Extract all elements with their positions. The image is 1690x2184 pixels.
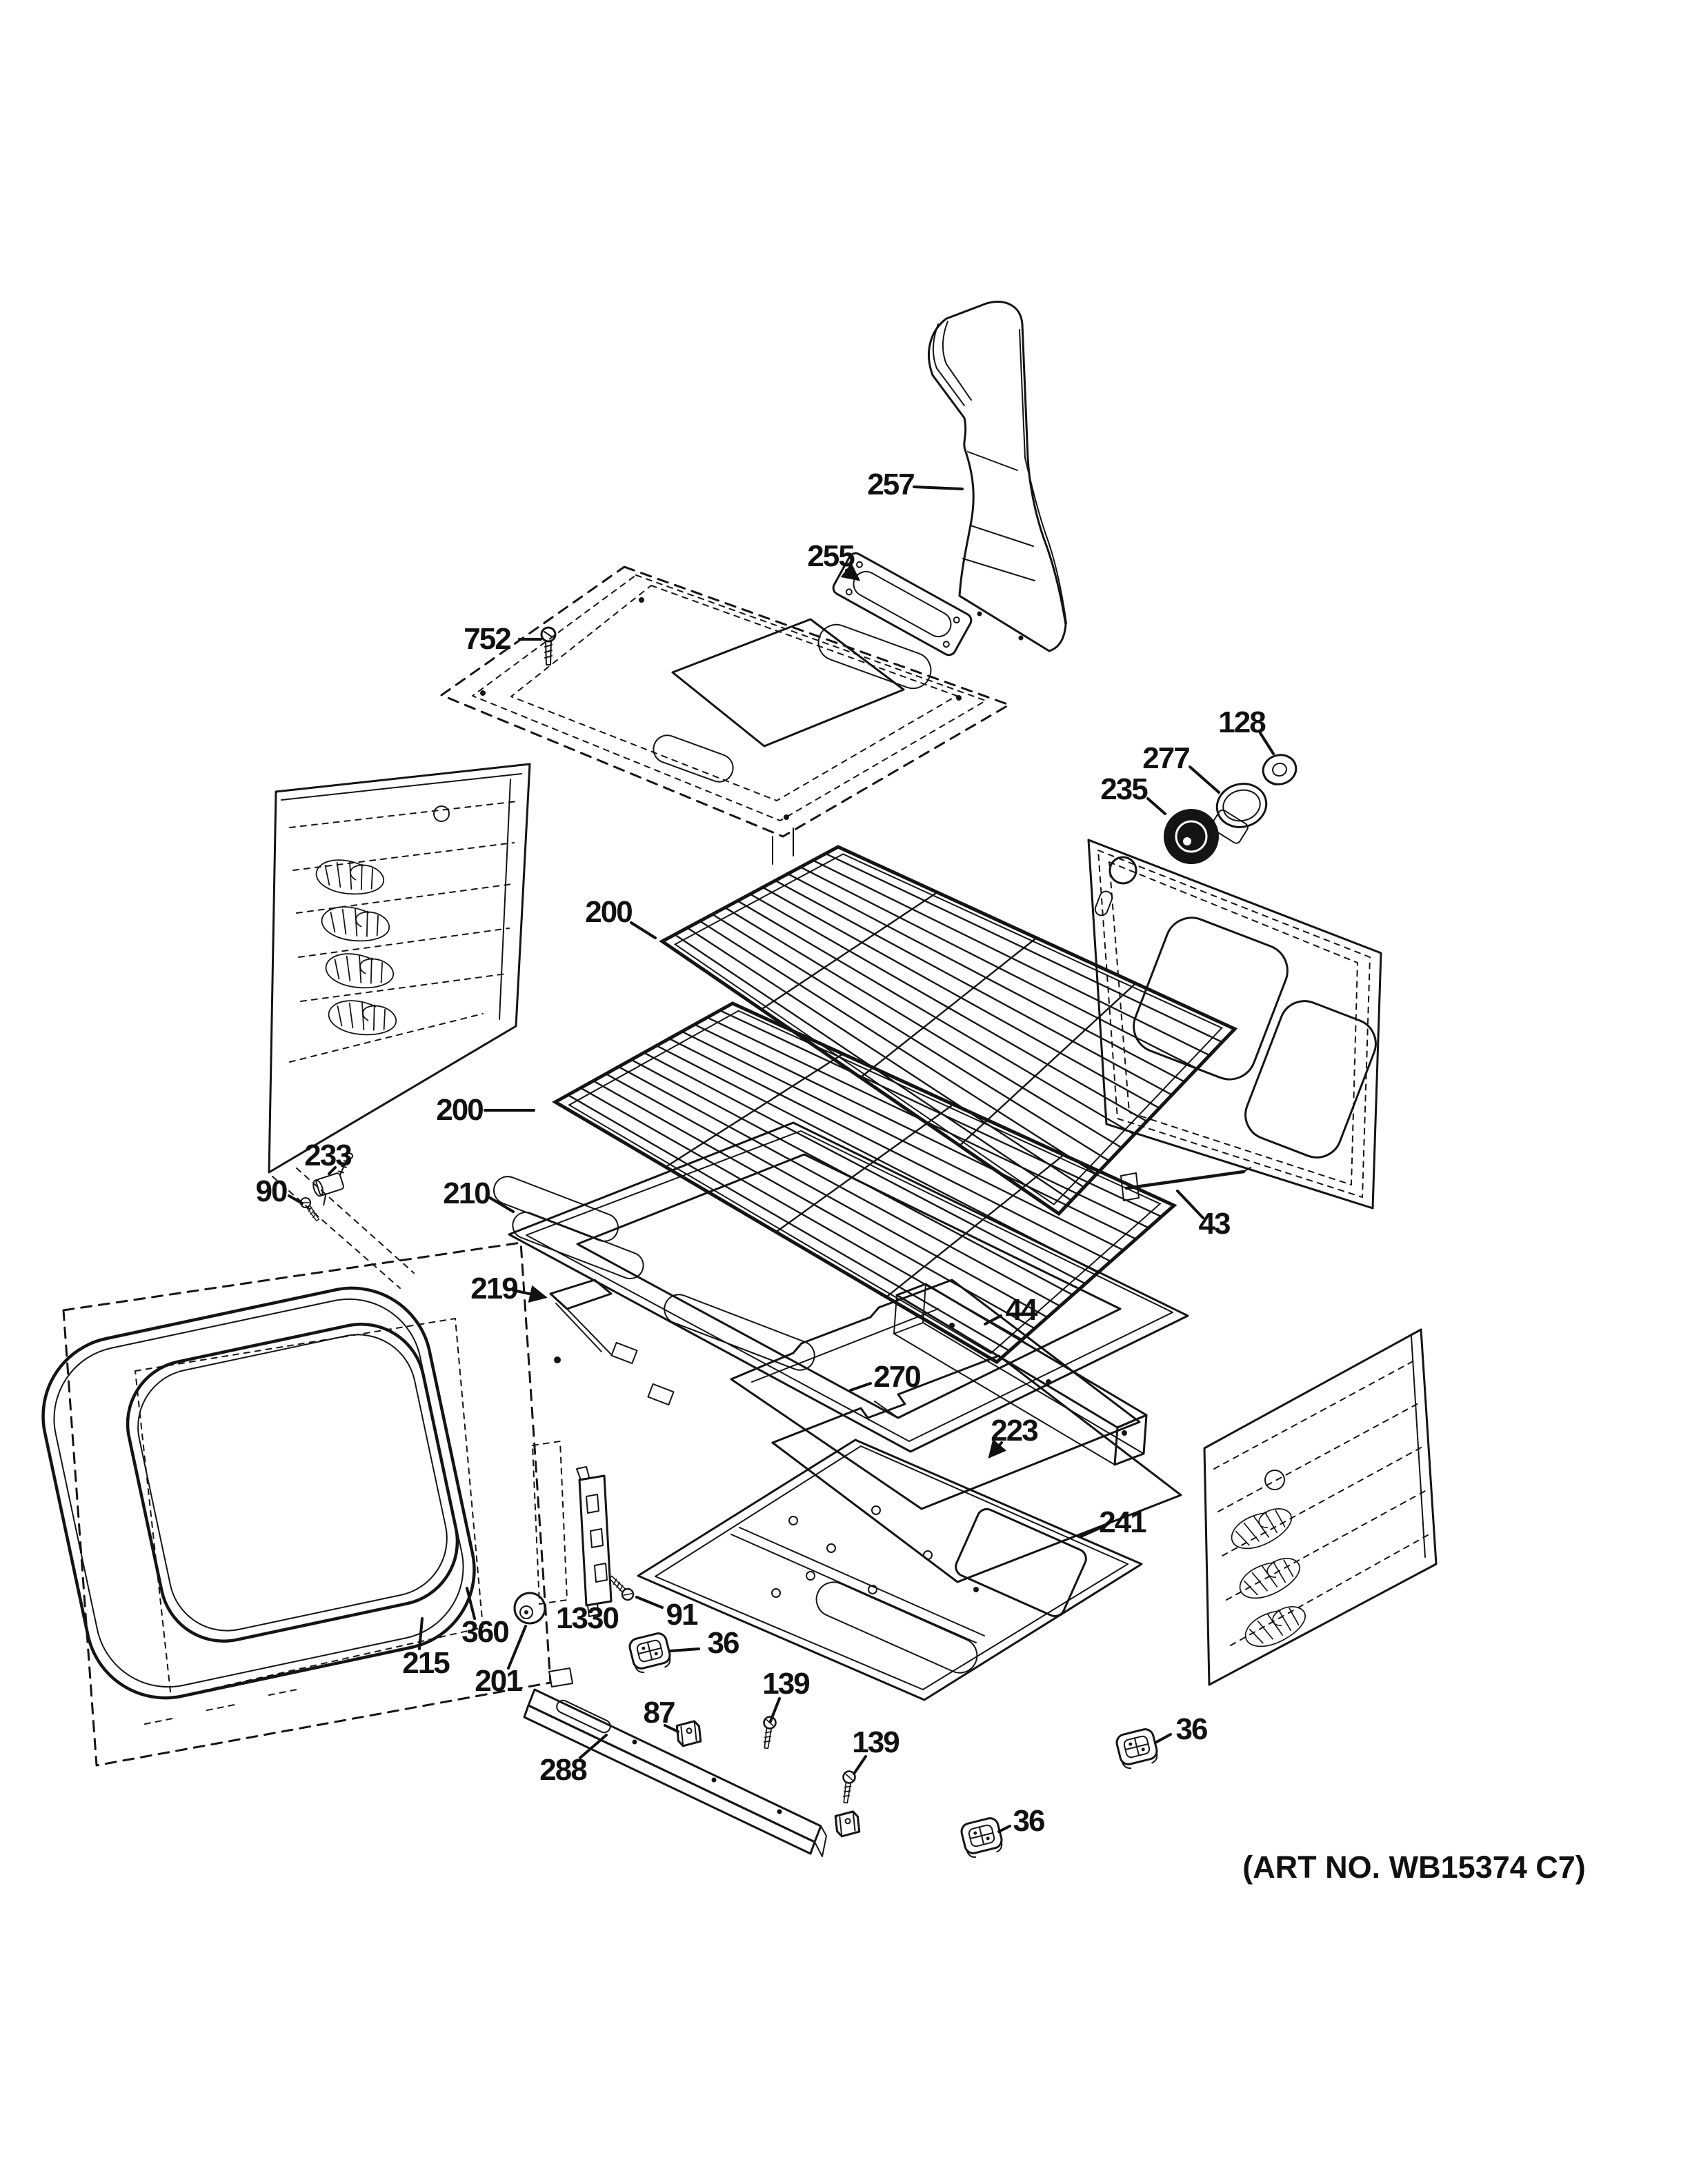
callout-label-36-right: 36	[1176, 1712, 1207, 1746]
callout-leader-360	[466, 1587, 476, 1620]
callout-leader-201	[507, 1625, 527, 1670]
part-right-side-panel	[1203, 1328, 1438, 1686]
callout-label-270: 270	[873, 1360, 920, 1394]
callout-label-233: 233	[304, 1139, 351, 1172]
callout-leader-233	[328, 1166, 337, 1175]
callout-leader-255	[840, 563, 861, 581]
part-270-shield	[730, 1279, 1141, 1510]
callout-leader-90	[288, 1194, 304, 1205]
callout-label-200-upper: 200	[585, 895, 632, 929]
part-left-rear-panel	[268, 763, 531, 1289]
callout-leader-43	[1176, 1190, 1204, 1219]
callout-leader-36-bottom	[997, 1825, 1011, 1833]
part-223-shield	[771, 1354, 1182, 1583]
duct-seams	[962, 451, 1035, 581]
callout-leader-91	[635, 1596, 664, 1609]
part-288-trim	[523, 1667, 827, 1857]
rack-frame	[659, 845, 1238, 1216]
callout-leader-44	[984, 1314, 1002, 1325]
callout-label-288: 288	[539, 1753, 587, 1787]
callout-leader-257	[913, 485, 964, 490]
rack-wire	[775, 1103, 955, 1233]
rack-wire	[959, 982, 1137, 1147]
rack-wire	[885, 1154, 1065, 1298]
rack-frame	[551, 1001, 1177, 1365]
callout-label-87: 87	[644, 1696, 675, 1730]
part-210-oven-bottom	[493, 1121, 1189, 1453]
callout-leader-235	[1146, 797, 1166, 815]
rack-wire	[760, 891, 938, 1010]
callout-label-241: 241	[1099, 1505, 1146, 1539]
callout-leader-215	[418, 1617, 424, 1650]
top-panel-opening	[671, 618, 905, 748]
part-43-rod	[1120, 1167, 1251, 1201]
callout-label-219: 219	[470, 1272, 517, 1305]
callout-label-139-right: 139	[852, 1725, 899, 1759]
art-number: (ART NO. WB15374 C7)	[1242, 1850, 1586, 1885]
callout-label-752: 752	[464, 622, 510, 656]
callout-leader-87	[664, 1724, 679, 1733]
part-200-oven-rack-upper	[659, 845, 1238, 1216]
duct-mouth-rings	[932, 321, 972, 406]
callout-leader-36-right	[1154, 1733, 1172, 1744]
part-233-igniter	[312, 1152, 353, 1206]
rack-wire	[859, 936, 1037, 1079]
callout-label-1330: 1330	[556, 1601, 618, 1635]
part-215-gasket-inner	[126, 1323, 459, 1643]
callout-leader-223	[988, 1439, 1007, 1459]
callout-label-139-left: 139	[762, 1667, 809, 1701]
callout-leader-219	[512, 1285, 548, 1303]
callout-leader-139-left	[769, 1697, 781, 1723]
callout-label-201: 201	[475, 1664, 522, 1698]
part-241-base-pan	[637, 1439, 1143, 1701]
part-201-grommet	[513, 1592, 546, 1625]
part-right-rear-panel	[1087, 839, 1382, 1210]
callout-label-90: 90	[256, 1174, 287, 1208]
part-main-top-panel	[440, 565, 1011, 865]
callout-leader-200-upper	[630, 921, 657, 939]
callout-leader-36-left	[669, 1647, 700, 1652]
part-257-vent-duct	[927, 301, 1067, 652]
callout-label-235: 235	[1100, 772, 1148, 806]
part-1330-latch	[576, 1466, 613, 1617]
callout-leader-277	[1189, 765, 1220, 794]
callout-label-223: 223	[991, 1414, 1037, 1447]
callout-label-91: 91	[666, 1598, 698, 1632]
part-128-washer	[1262, 754, 1298, 785]
callout-label-200-lower: 200	[436, 1093, 483, 1127]
callout-label-36-bottom: 36	[1013, 1804, 1044, 1838]
part-235-regulator	[1164, 809, 1249, 864]
callout-leader-128	[1259, 732, 1275, 755]
rack-wire	[664, 1053, 844, 1168]
rack-frame-inner	[568, 1010, 1162, 1354]
rack-frame-inner	[673, 853, 1224, 1205]
callout-leader-139-right	[853, 1755, 867, 1775]
callout-leader-241	[1080, 1526, 1102, 1538]
callout-label-210: 210	[443, 1176, 490, 1210]
callout-label-215: 215	[402, 1646, 450, 1680]
callout-leader-270	[849, 1382, 872, 1392]
callout-label-360: 360	[461, 1615, 508, 1649]
callout-label-36-left: 36	[708, 1626, 739, 1660]
callout-label-43: 43	[1199, 1207, 1230, 1241]
callout-label-128: 128	[1218, 705, 1266, 739]
part-219-bracket	[549, 1279, 613, 1355]
callout-label-255: 255	[807, 539, 855, 573]
duct-right-edge	[1019, 329, 1067, 624]
callout-label-257: 257	[867, 468, 914, 501]
callout-label-277: 277	[1142, 741, 1189, 775]
callout-leader-210	[486, 1195, 515, 1213]
callout-leader-288	[579, 1734, 608, 1759]
callout-label-44: 44	[1006, 1293, 1038, 1327]
